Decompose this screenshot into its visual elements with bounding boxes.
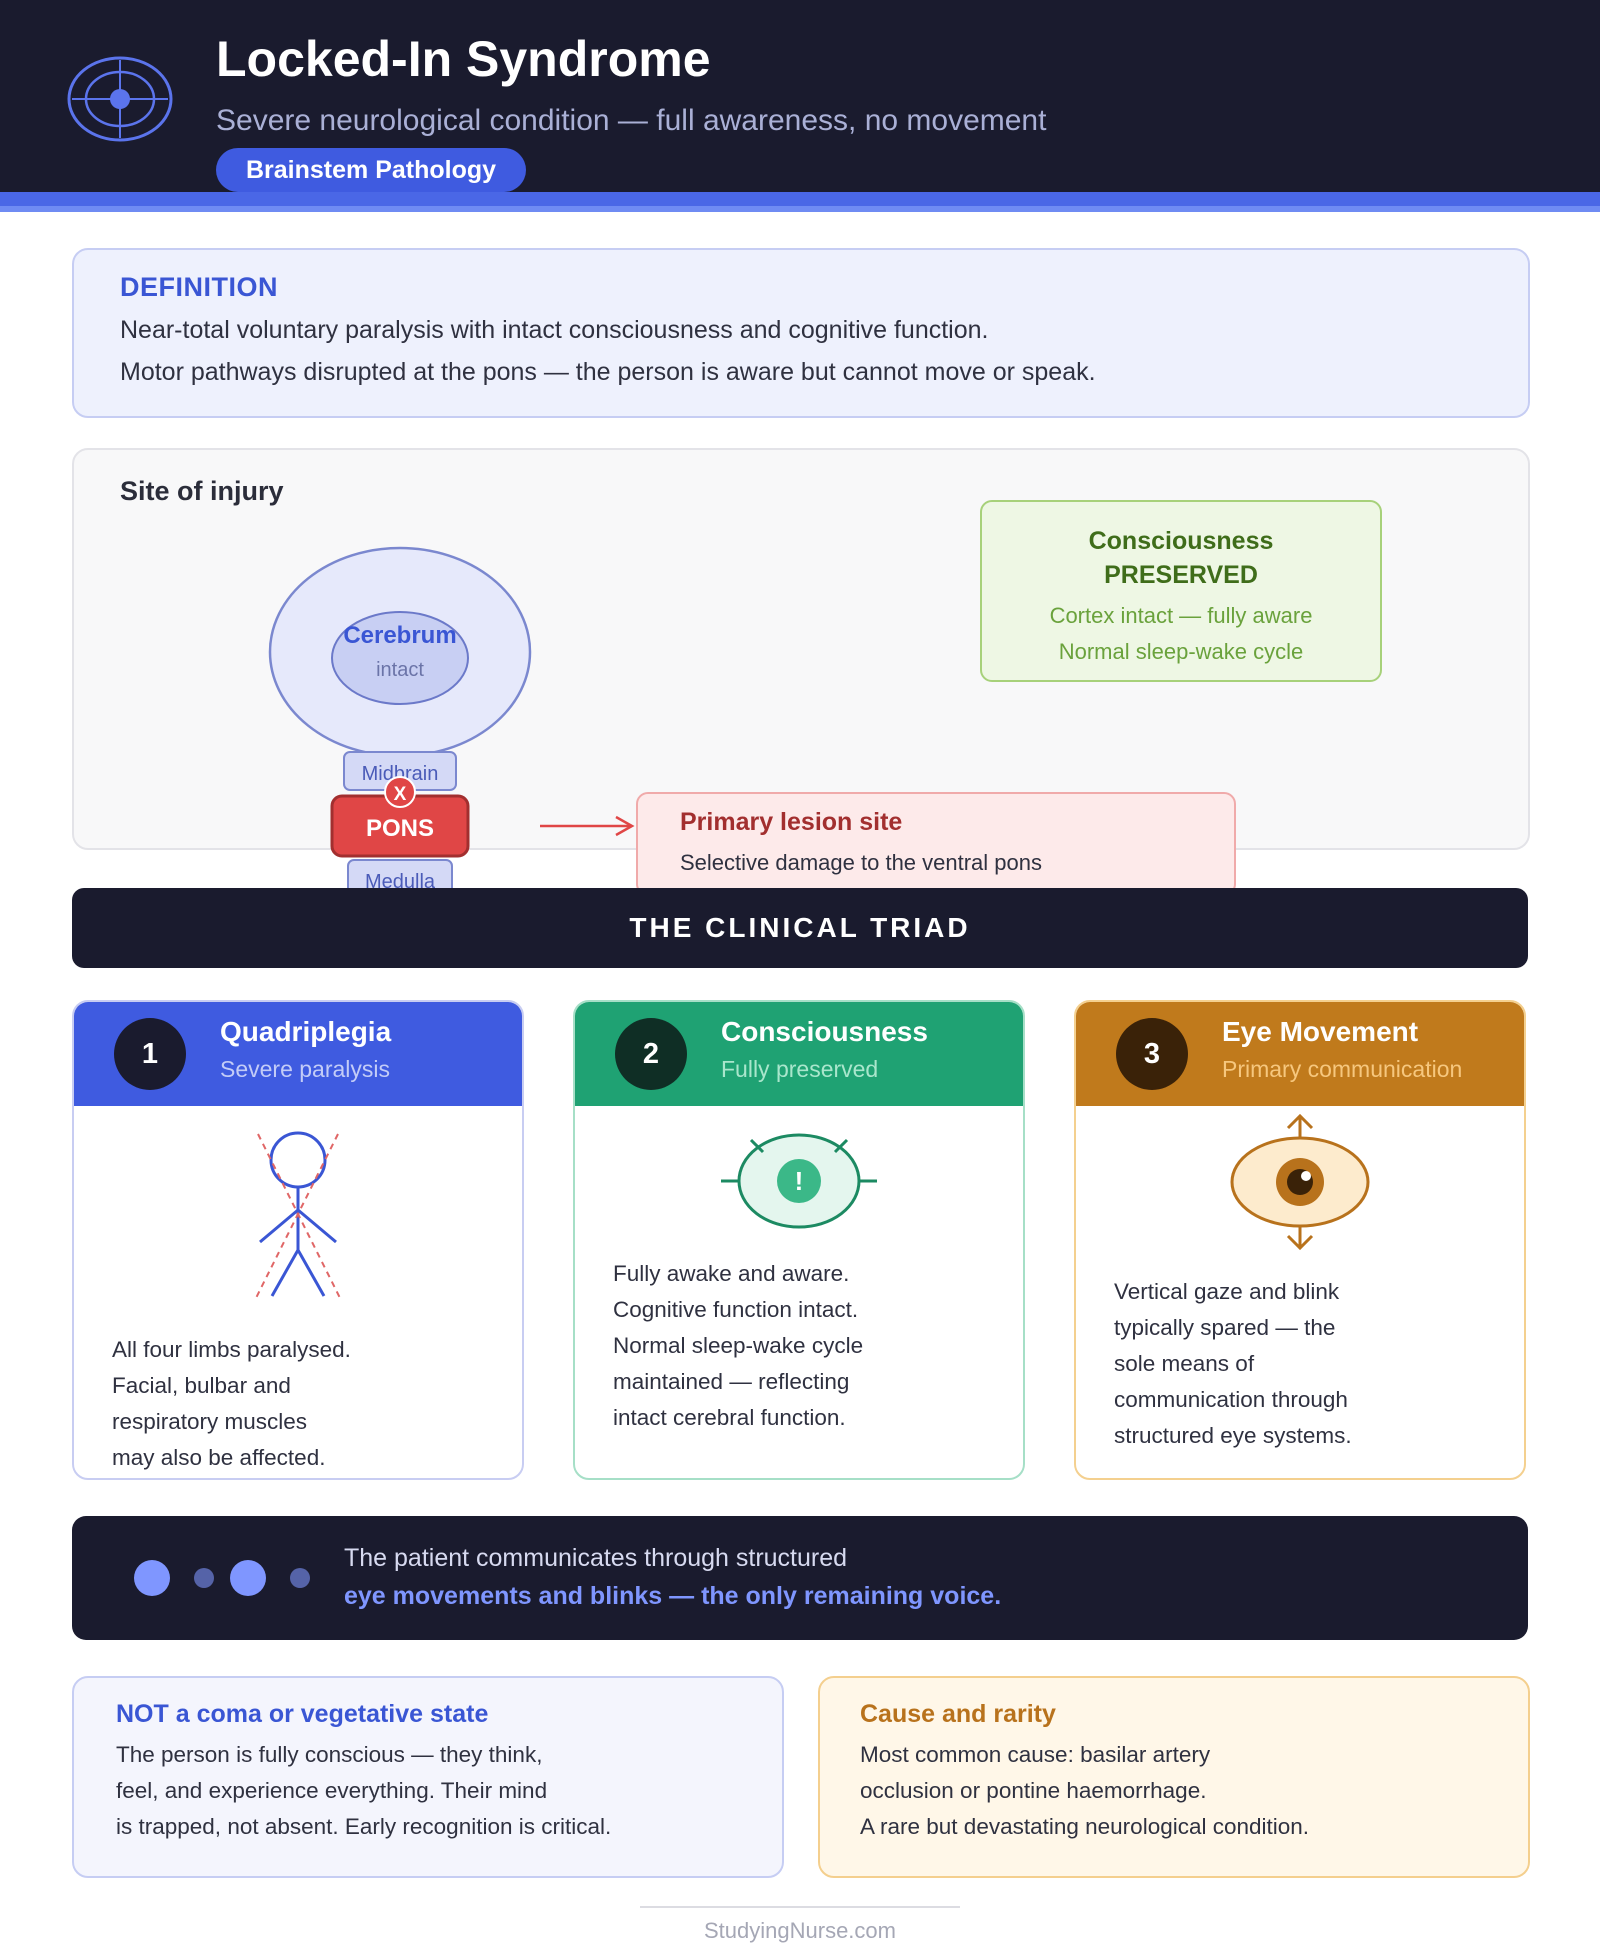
cerebrum-label: Cerebrum — [343, 622, 456, 649]
pons-label: PONS — [366, 815, 434, 842]
footer-divider — [640, 1906, 960, 1908]
lesion-arrow-icon — [540, 815, 635, 837]
definition-label: DEFINITION — [120, 272, 278, 302]
footer-site-name: StudyingNurse.com — [704, 1918, 896, 1943]
card-number: 1 — [114, 1018, 186, 1090]
communication-banner — [72, 1516, 1528, 1640]
card-body: Fully awake and aware. Cognitive functio… — [613, 1256, 863, 1436]
card-subtitle: Primary communication — [1222, 1056, 1463, 1082]
cause-rarity-line-3: A rare but devastating neurological cond… — [860, 1814, 1310, 1839]
cause-rarity-title: Cause and rarity — [860, 1700, 1056, 1728]
card-body-line: maintained — reflecting — [613, 1369, 850, 1394]
not-coma-line-1: The person is fully conscious — they thi… — [116, 1742, 543, 1767]
card-title: Consciousness — [721, 1016, 928, 1047]
eye-logo-icon — [67, 56, 173, 142]
card-body-line: Normal sleep-wake cycle — [613, 1333, 864, 1358]
card-body-line: sole means of — [1114, 1351, 1255, 1376]
card-body-line: Facial, bulbar and — [112, 1373, 291, 1398]
medulla-label: Medulla — [365, 871, 436, 890]
brainstem-diagram: Cerebrum intact Midbrain Medulla PONS X — [268, 546, 532, 890]
card-body-line: Vertical gaze and blink — [1114, 1279, 1340, 1304]
card-body-line: Cognitive function intact. — [613, 1297, 859, 1322]
lesion-marker-label: X — [394, 784, 407, 805]
communication-line-2: eye movements and blinks — the only rema… — [344, 1582, 1002, 1610]
not-coma-line-3: is trapped, not absent. Early recognitio… — [116, 1814, 612, 1839]
header-accent-stripe-light — [0, 206, 1600, 212]
medulla-region — [347, 859, 453, 890]
triad-card-quadriplegia: 1 Quadriplegia Severe paralysis All four… — [72, 1000, 524, 1480]
communication-line-1: The patient communicates through structu… — [344, 1544, 848, 1572]
card-header: 1 Quadriplegia Severe paralysis — [74, 1002, 522, 1106]
consciousness-line-1: Cortex intact — fully aware — [1049, 603, 1313, 628]
triad-card-consciousness: 2 Consciousness Fully preserved ! Fully … — [573, 1000, 1025, 1480]
card-header: 3 Eye Movement Primary communication — [1076, 1002, 1524, 1106]
category-badge: Brainstem Pathology — [216, 148, 527, 192]
paralysed-figure-icon — [255, 1131, 341, 1299]
lesion-description: Selective damage to the ventral pons — [680, 850, 1043, 875]
alert-eye-icon: ! — [721, 1133, 877, 1229]
lesion-title: Primary lesion site — [680, 808, 903, 836]
card-number: 3 — [1116, 1018, 1188, 1090]
card-subtitle: Fully preserved — [721, 1056, 879, 1082]
midbrain-label: Midbrain — [362, 763, 439, 785]
card-title: Quadriplegia — [220, 1016, 392, 1047]
cerebrum-status: intact — [376, 659, 424, 681]
cause-rarity-line-2: occlusion or pontine haemorrhage. — [860, 1778, 1207, 1803]
consciousness-title-2: PRESERVED — [1104, 561, 1258, 589]
page-subtitle: Severe neurological condition — full awa… — [216, 104, 1047, 137]
clinical-triad-banner: THE CLINICAL TRIAD — [72, 888, 1528, 968]
svg-text:!: ! — [795, 1166, 804, 1196]
cerebrum-region — [331, 611, 469, 705]
card-body-line: All four limbs paralysed. — [112, 1337, 351, 1362]
card-body-line: may also be affected. — [112, 1445, 326, 1470]
blink-dots-icon — [134, 1560, 310, 1596]
card-body-line: Fully awake and aware. — [613, 1261, 850, 1286]
cause-rarity-card — [818, 1676, 1530, 1878]
not-coma-card — [72, 1676, 784, 1878]
definition-card — [72, 248, 1530, 418]
consciousness-line-2: Normal sleep-wake cycle — [1058, 639, 1304, 664]
cause-rarity-line-1: Most common cause: basilar artery — [860, 1742, 1211, 1767]
card-header: 2 Consciousness Fully preserved — [575, 1002, 1023, 1106]
card-body: Vertical gaze and blink typically spared… — [1114, 1274, 1352, 1454]
site-of-injury-title: Site of injury — [120, 476, 284, 506]
not-coma-line-2: feel, and experience everything. Their m… — [116, 1778, 548, 1803]
lesion-marker-icon — [384, 776, 416, 808]
card-body: All four limbs paralysed. Facial, bulbar… — [112, 1332, 351, 1476]
card-number: 2 — [615, 1018, 687, 1090]
card-subtitle: Severe paralysis — [220, 1056, 391, 1082]
card-body-line: intact cerebral function. — [613, 1405, 846, 1430]
consciousness-title-1: Consciousness — [1088, 527, 1274, 555]
triad-card-eye-movement: 3 Eye Movement Primary communication Ver… — [1074, 1000, 1526, 1480]
card-body-line: typically spared — the — [1114, 1315, 1336, 1340]
card-title: Eye Movement — [1222, 1016, 1419, 1047]
consciousness-preserved-box: Consciousness PRESERVED Cortex intact — … — [980, 500, 1382, 682]
card-body-line: respiratory muscles — [112, 1409, 308, 1434]
not-coma-title: NOT a coma or vegetative state — [116, 1700, 489, 1728]
vertical-gaze-eye-icon — [1230, 1113, 1370, 1251]
card-body-line: communication through — [1114, 1387, 1348, 1412]
definition-line-2: Motor pathways disrupted at the pons — t… — [120, 358, 1096, 386]
definition-line-1: Near-total voluntary paralysis with inta… — [120, 316, 989, 344]
page-title: Locked-In Syndrome — [216, 31, 711, 87]
card-body-line: structured eye systems. — [1114, 1423, 1352, 1448]
